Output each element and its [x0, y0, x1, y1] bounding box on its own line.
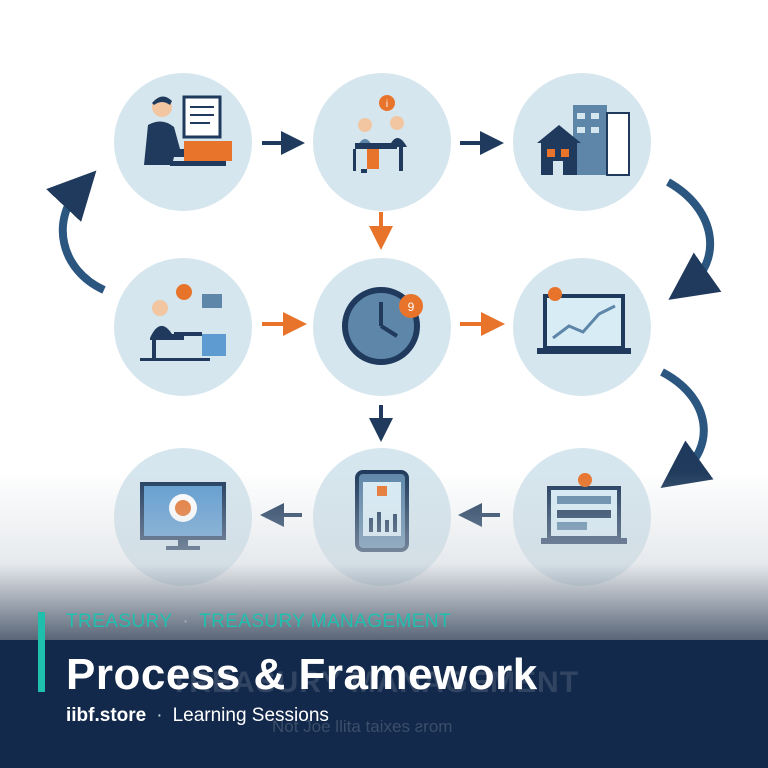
node-bank-buildings — [513, 73, 651, 211]
bank-building-icon — [537, 105, 630, 176]
node-worker-at-desk — [114, 258, 252, 396]
node-team-meeting: i — [313, 73, 451, 211]
node-clock: 9 — [313, 258, 451, 396]
page-title: Process & Framework — [66, 650, 538, 699]
arrow-curve-left — [46, 170, 106, 294]
svg-text:i: i — [386, 99, 388, 110]
clock-icon: 9 — [342, 287, 423, 365]
node-employee-at-computer — [114, 73, 252, 211]
svg-text:9: 9 — [408, 300, 415, 314]
site-name: iibf.store — [66, 705, 147, 726]
tag-treasury-management: TREASURY MANAGEMENT — [199, 611, 451, 632]
ghost-watermark-text: TREASURY MANAGEMENT — [170, 666, 580, 699]
meeting-people-icon: i — [353, 95, 407, 173]
person-at-computer-icon — [144, 95, 232, 166]
tag-treasury: TREASURY — [66, 611, 173, 632]
desk-worker-icon — [140, 284, 226, 361]
gradient-overlay — [0, 470, 768, 640]
category-tags: TREASURY · TREASURY MANAGEMENT — [66, 611, 451, 633]
title-banner — [0, 640, 768, 768]
accent-bar — [38, 612, 45, 692]
arrow-curve-right-top — [665, 178, 722, 300]
subtitle-separator: · — [156, 705, 163, 726]
node-laptop-chart — [513, 258, 651, 396]
laptop-chart-icon — [537, 287, 631, 354]
tag-separator: · — [182, 611, 190, 632]
subtitle-line: iibf.store · Learning Sessions — [66, 705, 329, 727]
subtitle-text: Learning Sessions — [172, 705, 329, 726]
ghost-caption-text: Not Joe llita taixes ƨrom — [272, 717, 453, 736]
arrow-curve-right-bottom — [660, 368, 714, 489]
